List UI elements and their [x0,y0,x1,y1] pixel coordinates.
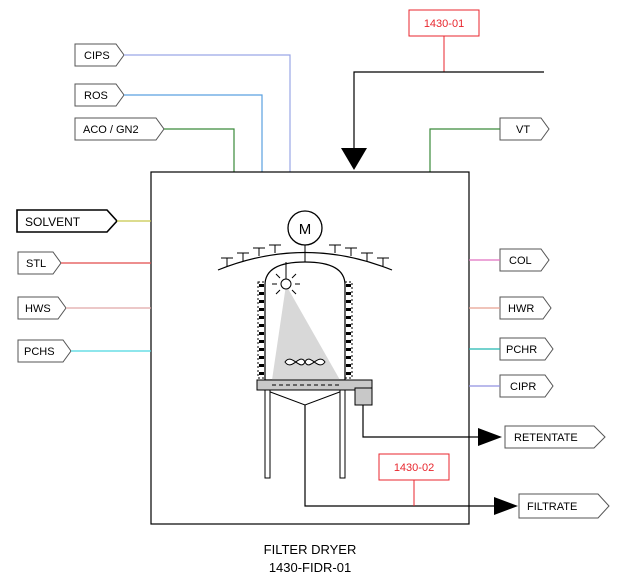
tag-hws-label: HWS [25,303,51,315]
filter-dryer-vessel: M [217,210,393,479]
tag-cipr-label: CIPR [510,381,536,393]
cips-line [124,54,291,172]
instrument-1430-02-label: 1430-02 [394,462,434,474]
tag-cips[interactable]: CIPS [74,43,125,67]
tag-filtrate[interactable]: FILTRATE [518,493,610,519]
agitator-blade [284,358,326,366]
tag-vt-label: VT [516,124,530,136]
tag-stl[interactable]: STL [17,251,62,275]
tag-hws[interactable]: HWS [17,296,67,320]
spray-manifold [217,251,393,271]
aco-gn2-line [164,128,235,172]
bottom-cone [264,389,346,406]
tag-pchr-label: PCHR [506,344,537,356]
support-legs [264,389,346,479]
instrument-1430-01-label: 1430-01 [424,18,464,30]
sight-lamp-icon [280,278,292,290]
tag-solvent-label: SOLVENT [25,215,81,229]
tag-pchs-label: PCHS [24,346,55,358]
tag-retentate[interactable]: RETENTATE [504,425,606,449]
motor-label: M [299,221,312,238]
tag-filtrate-label: FILTRATE [527,501,577,513]
instrument-1430-01[interactable]: 1430-01 [408,9,480,37]
feed-arrow-icon [341,148,367,170]
tag-pchr[interactable]: PCHR [499,337,554,361]
retentate-nozzle [354,387,373,406]
filtrate-arrow-icon [494,497,518,515]
jacket-coils [257,281,353,379]
instrument-1430-02[interactable]: 1430-02 [378,453,450,481]
tag-ros[interactable]: ROS [74,83,125,107]
tag-stl-label: STL [26,258,46,270]
main-feed-line [353,71,544,150]
ros-line [124,94,263,172]
tag-col[interactable]: COL [499,248,550,272]
spray-nozzles-right [329,244,389,266]
tag-vt[interactable]: VT [499,117,550,141]
tag-col-label: COL [509,255,532,267]
vt-line [429,128,500,172]
jacket-coil-fill [259,284,351,375]
tag-solvent[interactable]: SOLVENT [16,209,119,233]
spray-nozzles-left [221,244,281,266]
tag-pchs[interactable]: PCHS [17,339,72,363]
tag-hwr[interactable]: HWR [499,296,552,320]
tag-aco-gn2[interactable]: ACO / GN2 [74,117,165,141]
tag-aco-gn2-label: ACO / GN2 [83,124,139,136]
equipment-caption-tag: 1430-FIDR-01 [269,560,351,575]
filtrate-line [304,405,510,507]
equipment-caption-title: FILTER DRYER [264,542,357,557]
tag-cipr[interactable]: CIPR [499,374,554,398]
tag-hwr-label: HWR [508,303,534,315]
light-beam [272,285,340,380]
retentate-line [362,405,490,438]
tag-cips-label: CIPS [84,50,110,62]
tag-retentate-label: RETENTATE [514,432,578,444]
retentate-arrow-icon [478,428,502,446]
tag-ros-label: ROS [84,90,108,102]
